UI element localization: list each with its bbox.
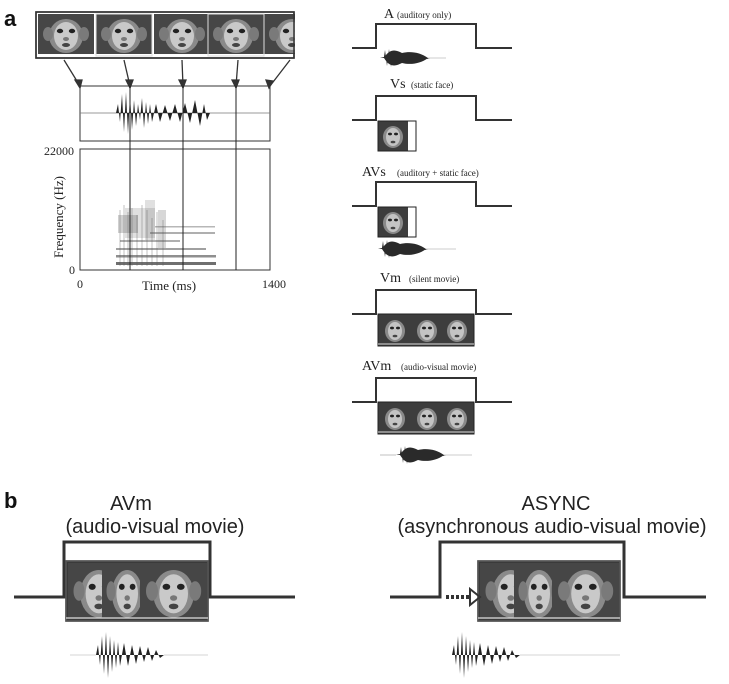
condition-AVm-description: (audio-visual movie) [401, 362, 476, 372]
condition-AVs-code: AVs [362, 165, 386, 180]
panel-b-left-code: AVm [110, 493, 152, 515]
condition-AVm: AVm (audio-visual movie) [352, 359, 512, 464]
condition-Vm-code: Vm [380, 271, 401, 286]
condition-AVs-description: (auditory + static face) [397, 168, 479, 178]
condition-AVm-code: AVm [362, 359, 391, 374]
waveform-box [79, 85, 271, 142]
y-axis-label: Frequency (Hz) [51, 176, 66, 258]
x-min-label: 0 [77, 277, 83, 291]
condition-Vm-description: (silent movie) [409, 274, 459, 284]
panel-b-letter: b [4, 488, 17, 513]
panel-b-right-description: (asynchronous audio-visual movie) [397, 516, 706, 538]
y-min-label: 0 [69, 263, 75, 277]
condition-A: A (auditory only) [352, 7, 512, 67]
panel-b-right-code: ASYNC [522, 493, 591, 515]
condition-A-description: (auditory only) [397, 10, 451, 20]
spectrogram [79, 148, 271, 271]
time-markers [129, 86, 237, 270]
condition-Vs: Vs (static face) [352, 77, 512, 152]
frame-arrows [63, 59, 291, 90]
condition-Vm: Vm (silent movie) [352, 271, 512, 347]
panel-b-left: AVm (audio-visual movie) [14, 493, 295, 678]
x-max-label: 1400 [262, 277, 286, 291]
condition-AVs: AVs (auditory + static face) [352, 165, 512, 258]
condition-Vs-description: (static face) [411, 80, 453, 90]
y-max-label: 22000 [44, 144, 74, 158]
delay-arrow-icon [446, 586, 482, 608]
panel-b-right: ASYNC (asynchronous audio-visual movie) [390, 493, 707, 678]
panel-a-letter: a [4, 6, 17, 31]
condition-A-code: A [384, 7, 395, 22]
waveform-trace [116, 92, 210, 134]
x-axis-label: Time (ms) [142, 278, 196, 293]
panel-b-left-description: (audio-visual movie) [66, 516, 245, 538]
condition-Vs-code: Vs [390, 77, 406, 92]
face-filmstrip [35, 11, 320, 59]
